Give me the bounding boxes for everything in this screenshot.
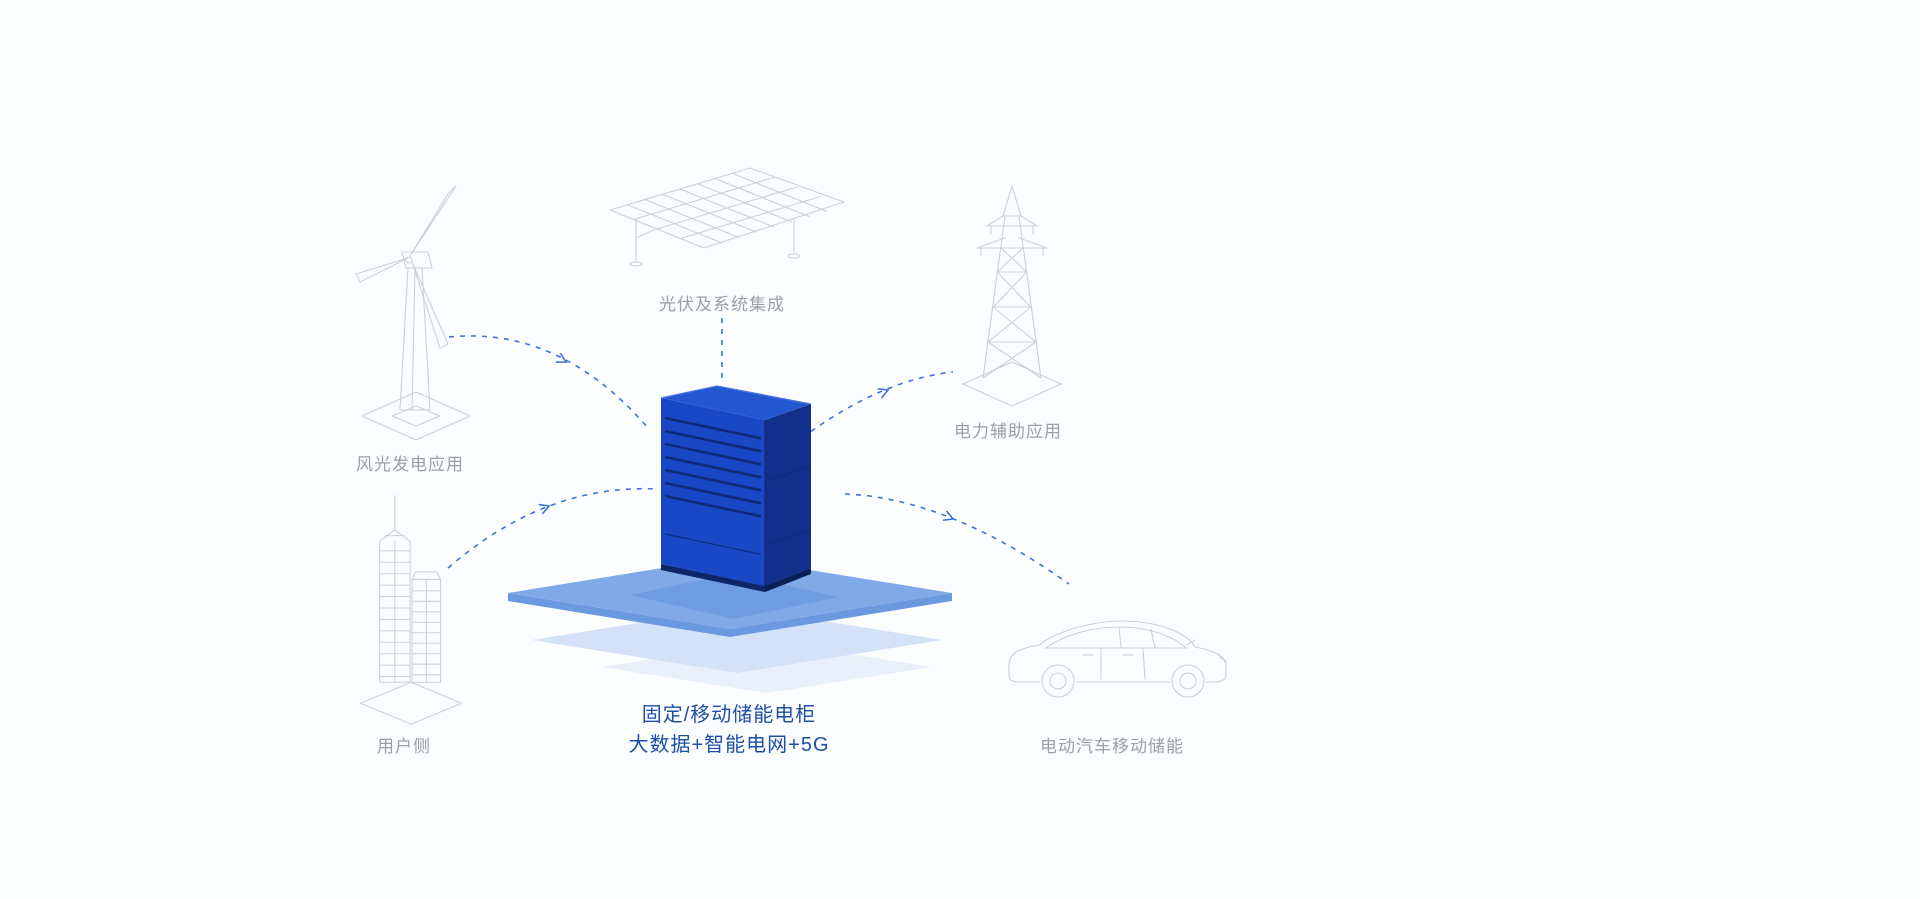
power-tower-illustration bbox=[962, 185, 1062, 407]
car-wheel-front bbox=[1041, 664, 1075, 698]
cabinet-side-face bbox=[765, 404, 811, 586]
car-door-lines bbox=[1100, 647, 1146, 680]
building-tall-windows bbox=[379, 550, 411, 678]
panel-grid bbox=[626, 172, 828, 244]
building-tall bbox=[379, 529, 411, 683]
cabinet-platform bbox=[508, 557, 952, 693]
turbine-hub bbox=[405, 256, 413, 264]
arrowhead-power-icon bbox=[877, 387, 890, 399]
label-power: 电力辅助应用 bbox=[954, 422, 1062, 441]
turbine-blade-1 bbox=[409, 185, 457, 257]
tower-legs bbox=[982, 215, 1042, 379]
car-wheel-rear bbox=[1171, 664, 1205, 698]
tower-braces bbox=[982, 247, 1042, 379]
turbine-blade-3 bbox=[411, 261, 449, 349]
car-headlight bbox=[1218, 656, 1227, 662]
cabinet-top-face bbox=[661, 386, 811, 420]
electric-car-illustration bbox=[1008, 620, 1227, 698]
building-base bbox=[360, 681, 463, 725]
cabinet-caption: 固定/移动储能电柜 大数据+智能电网+5G bbox=[529, 700, 929, 760]
turbine-base bbox=[361, 391, 471, 441]
tower-base bbox=[962, 361, 1062, 407]
panel-outline bbox=[609, 167, 845, 249]
cabinet-shadow bbox=[630, 573, 838, 619]
building-short-windows bbox=[411, 590, 442, 676]
arrowhead-user-icon bbox=[538, 503, 551, 515]
car-body bbox=[1008, 620, 1227, 683]
arrowhead-wind-icon bbox=[555, 352, 568, 363]
solar-panel-illustration bbox=[609, 167, 845, 267]
arrow-cabinet-to-power bbox=[801, 371, 954, 439]
cabinet-vent-slats bbox=[664, 412, 812, 577]
cabinet-base-side bbox=[765, 568, 811, 592]
wind-turbine-illustration bbox=[355, 185, 471, 441]
label-solar: 光伏及系统集成 bbox=[659, 295, 785, 314]
label-user: 用户侧 bbox=[377, 737, 431, 756]
arrow-user-to-cabinet bbox=[447, 487, 657, 569]
platform-layer-middle bbox=[532, 607, 942, 673]
buildings-illustration bbox=[360, 495, 463, 725]
cabinet-base-front bbox=[661, 564, 765, 592]
platform-layer-top bbox=[508, 557, 952, 629]
platform-edge bbox=[508, 593, 952, 637]
turbine-nacelle bbox=[401, 251, 433, 269]
label-wind: 风光发电应用 bbox=[356, 455, 464, 474]
label-ev: 电动汽车移动储能 bbox=[1040, 737, 1184, 756]
car-mirror bbox=[1186, 639, 1196, 646]
caption-line-2: 大数据+智能电网+5G bbox=[628, 734, 830, 756]
caption-line-1: 固定/移动储能电柜 bbox=[641, 704, 817, 726]
arrowhead-ev-icon bbox=[942, 510, 955, 522]
turbine-blade-2 bbox=[355, 257, 409, 283]
storage-cabinet-illustration bbox=[660, 385, 812, 592]
